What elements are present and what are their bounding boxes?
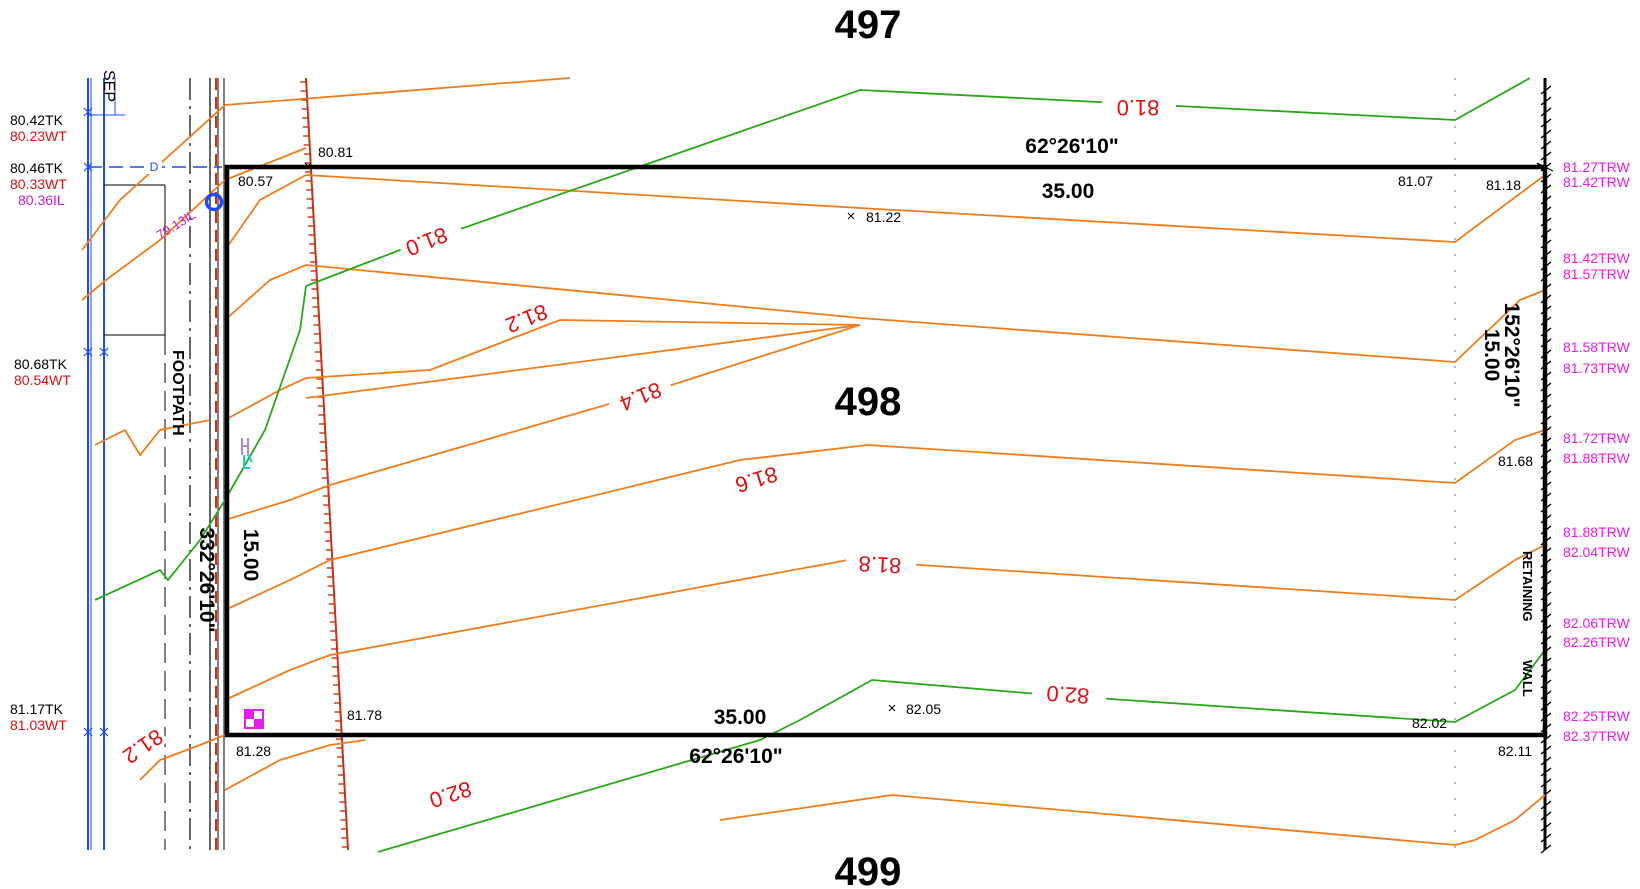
trw-level: 81.72TRW	[1563, 430, 1630, 446]
wall-tick	[1540, 118, 1552, 128]
wall-tick	[1540, 822, 1552, 832]
north-bearing: 62°26'10"	[1025, 135, 1118, 158]
lot-number-center: 498	[835, 380, 902, 424]
pit-circle-icon	[204, 192, 224, 212]
water-table-level: 80.54WT	[14, 372, 71, 388]
trw-level: 81.42TRW	[1563, 250, 1630, 266]
top-kerb-level: 80.68TK	[14, 356, 68, 372]
spot-level: 82.11	[1498, 743, 1532, 759]
retaining-label: RETAINING	[1520, 551, 1535, 622]
trw-level: 81.73TRW	[1563, 360, 1630, 376]
water-table-level: 80.33WT	[10, 176, 67, 192]
top-kerb-level: 81.17TK	[10, 701, 64, 717]
spot-levels: 80.81 80.57 81.07 81.18 81.22 81.68 81.7…	[236, 144, 1533, 759]
drain-label: D	[150, 160, 159, 174]
trw-level: 81.58TRW	[1563, 339, 1630, 355]
contour-label: 82.0	[426, 776, 474, 813]
north-distance: 35.00	[1042, 180, 1095, 203]
spot-level: 81.28	[236, 743, 271, 759]
wall-tick	[1540, 745, 1552, 755]
top-kerb-level: 80.42TK	[10, 112, 64, 128]
spot-level: 82.05	[906, 701, 941, 717]
trw-level: 82.26TRW	[1563, 634, 1630, 650]
trw-level: 81.57TRW	[1563, 266, 1630, 282]
minor-contours	[81, 77, 1546, 846]
left-kerb-levels: 80.42TK 80.23WT 80.46TK 80.33WT 80.36IL …	[10, 112, 71, 733]
east-bearing: 152°26'10"	[1500, 302, 1523, 407]
wall-label: WALL	[1520, 660, 1535, 697]
footpath-label: FOOTPATH	[169, 350, 186, 436]
contour-label: 82.0	[1046, 681, 1090, 709]
water-table-level: 80.23WT	[10, 128, 67, 144]
west-distance: 15.00	[239, 529, 262, 582]
trw-level: 82.25TRW	[1563, 708, 1630, 724]
water-table-level: 81.03WT	[10, 717, 67, 733]
spot-level: 81.78	[347, 707, 382, 723]
spot-level: 81.68	[1498, 453, 1533, 469]
south-bearing: 62°26'10"	[689, 745, 782, 768]
lot-number-south: 499	[835, 850, 902, 889]
spot-level: 81.07	[1398, 173, 1433, 189]
invert-level: 80.36IL	[18, 192, 65, 208]
trw-level: 81.42TRW	[1563, 174, 1630, 190]
water-meter-icon	[241, 438, 253, 469]
trw-level: 82.04TRW	[1563, 544, 1630, 560]
top-kerb-level: 80.46TK	[10, 160, 64, 176]
wall-tick	[1540, 778, 1552, 788]
contour-labels: 81.0 81.0 81.2 81.4 81.6 81.8 82.0 82.0 …	[115, 93, 1176, 816]
trw-level: 82.37TRW	[1563, 728, 1630, 744]
contour-label: 81.8	[858, 551, 902, 578]
wall-tick	[1540, 844, 1552, 854]
trw-level: 81.88TRW	[1563, 450, 1630, 466]
retaining-wall-levels: 81.27TRW 81.42TRW 81.42TRW 81.57TRW 81.5…	[1563, 159, 1630, 744]
wall-tick	[1540, 734, 1552, 744]
wall-tick	[1540, 107, 1552, 117]
pit-invert-level: 79.13IL	[154, 207, 199, 243]
spot-level: 82.02	[1412, 715, 1447, 731]
spot-level: 80.81	[318, 144, 353, 160]
wall-tick	[1540, 833, 1552, 843]
spot-level: 81.22	[866, 209, 901, 225]
wall-tick	[1540, 129, 1552, 139]
lot-number-north: 497	[835, 3, 902, 47]
wall-tick	[1540, 151, 1552, 161]
contour-label: 81.6	[732, 461, 780, 497]
wall-tick	[1540, 140, 1552, 150]
wall-tick	[1540, 85, 1552, 95]
contour-label: 81.0	[1117, 95, 1160, 120]
wall-tick	[1540, 800, 1552, 810]
hatched-service-line	[300, 77, 349, 851]
trw-level: 81.27TRW	[1563, 159, 1630, 175]
wall-tick	[1540, 811, 1552, 821]
south-distance: 35.00	[714, 706, 767, 729]
spot-level: 80.57	[238, 173, 273, 189]
survey-marker-icon	[244, 709, 264, 729]
wall-tick	[1540, 756, 1552, 766]
east-distance: 15.00	[1480, 329, 1503, 382]
spot-level: 81.18	[1486, 177, 1521, 193]
trw-level: 82.06TRW	[1563, 615, 1630, 631]
wall-tick	[1540, 767, 1552, 777]
trw-level: 81.88TRW	[1563, 524, 1630, 540]
sep-label: SEP	[100, 70, 117, 102]
lot-498-boundary	[224, 164, 1548, 738]
west-bearing: 332°26'10"	[195, 527, 218, 632]
wall-tick	[1540, 96, 1552, 106]
